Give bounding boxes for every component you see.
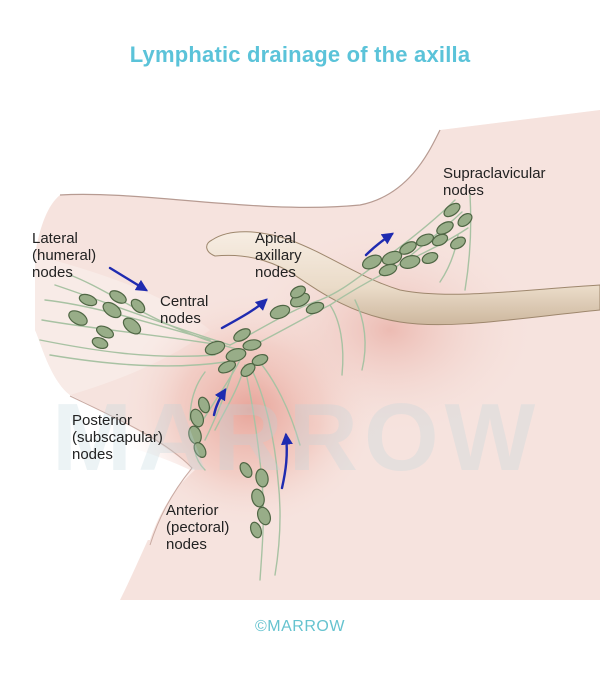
lymph-node bbox=[239, 462, 253, 478]
lymph-vessel bbox=[464, 194, 472, 291]
lymph-vessel bbox=[49, 354, 226, 367]
lymph-node bbox=[197, 396, 211, 414]
arrow-posterior-to-central bbox=[212, 387, 227, 417]
lymph-node bbox=[378, 263, 398, 277]
lymph-vessel bbox=[257, 359, 301, 446]
lymph-node bbox=[225, 348, 247, 362]
lymph-node bbox=[91, 336, 109, 350]
lymph-vessel bbox=[249, 365, 281, 576]
lymph-node bbox=[450, 236, 466, 250]
lymph-node bbox=[399, 255, 421, 269]
lymph-node bbox=[242, 339, 262, 351]
lymph-node bbox=[431, 233, 449, 247]
arrow-apical-to-supraclavicular bbox=[364, 232, 394, 257]
lymph-node bbox=[193, 442, 207, 458]
lymph-node bbox=[251, 353, 269, 367]
lymph-node bbox=[109, 290, 127, 304]
lymph-node bbox=[189, 408, 205, 428]
lymph-vessel bbox=[354, 299, 366, 371]
copyright-credit: ©MARROW bbox=[255, 618, 345, 635]
diagram-title: Lymphatic drainage of the axilla bbox=[129, 42, 471, 67]
lymph-node bbox=[269, 304, 291, 320]
lymph-node bbox=[204, 340, 226, 356]
lymph-node bbox=[421, 251, 439, 265]
arrow-central-to-apical bbox=[220, 298, 268, 330]
label-anterior-nodes: Anterior (pectoral) nodes bbox=[166, 502, 230, 553]
lymph-node bbox=[68, 310, 88, 326]
lymph-node bbox=[95, 325, 115, 339]
lymph-node bbox=[102, 301, 122, 319]
label-posterior-nodes: Posterior (subscapular) nodes bbox=[72, 412, 163, 463]
lymph-node bbox=[290, 285, 306, 299]
arm-underside bbox=[60, 430, 190, 540]
lymph-node bbox=[399, 241, 417, 255]
lymph-node bbox=[443, 202, 461, 218]
label-supraclavicular-nodes: Supraclavicular nodes bbox=[443, 165, 546, 199]
label-lateral-nodes: Lateral (humeral) nodes bbox=[32, 230, 97, 281]
arrow-anterior-to-central bbox=[280, 432, 293, 490]
lymph-nodes bbox=[68, 202, 473, 539]
lymph-vessel bbox=[204, 364, 236, 441]
shoulder-outline bbox=[59, 129, 441, 208]
lymph-node bbox=[255, 468, 269, 488]
lymph-node bbox=[361, 254, 383, 270]
lymph-vessel bbox=[54, 284, 231, 346]
lymph-node bbox=[305, 301, 325, 315]
watermark-text: MARROW bbox=[52, 384, 541, 491]
lymph-vessel bbox=[39, 339, 216, 357]
label-central-nodes: Central nodes bbox=[160, 293, 209, 327]
lymph-node bbox=[457, 212, 473, 228]
lymph-node bbox=[251, 488, 265, 508]
lymph-node bbox=[415, 233, 435, 247]
lymph-node bbox=[249, 521, 263, 539]
lymph-vessel bbox=[329, 304, 344, 376]
clavicle bbox=[206, 231, 600, 326]
lymph-node bbox=[122, 317, 142, 335]
lymph-node bbox=[381, 250, 403, 266]
arm-underside-edge bbox=[69, 395, 193, 546]
lymph-node bbox=[240, 362, 256, 378]
label-apical-nodes: Apical axillary nodes bbox=[255, 230, 302, 281]
lymph-vessel bbox=[229, 261, 381, 346]
lymph-node bbox=[130, 298, 146, 314]
lymph-node bbox=[217, 360, 237, 374]
lymph-node bbox=[233, 328, 251, 342]
lymph-node bbox=[256, 506, 272, 526]
lymph-node bbox=[436, 221, 454, 235]
lymph-node bbox=[78, 293, 98, 307]
drainage-arrows bbox=[108, 232, 394, 490]
arrow-lateral-to-central bbox=[108, 266, 149, 292]
